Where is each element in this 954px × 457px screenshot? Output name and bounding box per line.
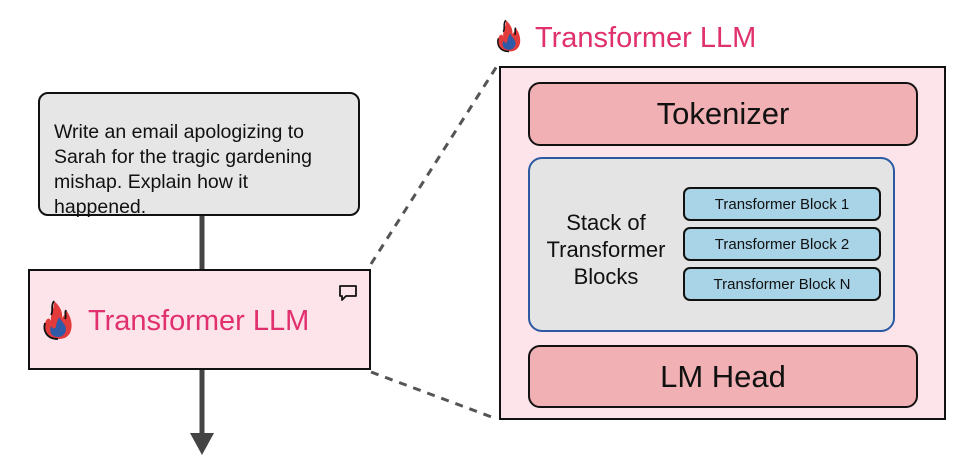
prompt-box: Write an email apologizing to Sarah for … xyxy=(38,92,360,218)
llm-label: Transformer LLM xyxy=(88,305,310,337)
transformer-llm-detail-panel: Tokenizer Stack of Transformer Blocks Tr… xyxy=(499,66,946,420)
transformer-llm-box: Transformer LLM xyxy=(28,269,371,370)
transformer-block-n: Transformer Block N xyxy=(683,267,881,301)
flame-logo-icon xyxy=(41,298,75,345)
prompt-line: Write an email apologizing to xyxy=(54,121,305,143)
transformer-block-1: Transformer Block 1 xyxy=(683,187,881,221)
stack-label-line: Transformer xyxy=(546,237,666,262)
transformer-block-list: Transformer Block 1 Transformer Block 2 … xyxy=(683,187,881,307)
stack-label-line: Blocks xyxy=(573,264,639,289)
stack-label: Stack of Transformer Blocks xyxy=(546,209,666,290)
prompt-line: Sarah for the tragic gardening xyxy=(54,146,312,168)
tokenizer-box: Tokenizer xyxy=(528,82,918,146)
flame-logo-icon xyxy=(495,17,523,58)
zoom-line-bottom xyxy=(370,370,498,421)
lm-head-box: LM Head xyxy=(528,345,918,408)
llm-output-arrow-head xyxy=(190,433,214,455)
comment-icon[interactable] xyxy=(338,284,358,307)
transformer-block-2: Transformer Block 2 xyxy=(683,227,881,261)
prompt-line: mishap. Explain how it happened. xyxy=(54,171,249,218)
lm-head-label: LM Head xyxy=(660,358,786,394)
zoom-line-top xyxy=(369,65,499,265)
transformer-stack-group: Stack of Transformer Blocks Transformer … xyxy=(528,157,895,332)
tokenizer-label: Tokenizer xyxy=(656,96,790,131)
detail-title: Transformer LLM xyxy=(535,22,757,54)
stack-label-line: Stack of xyxy=(566,210,646,235)
